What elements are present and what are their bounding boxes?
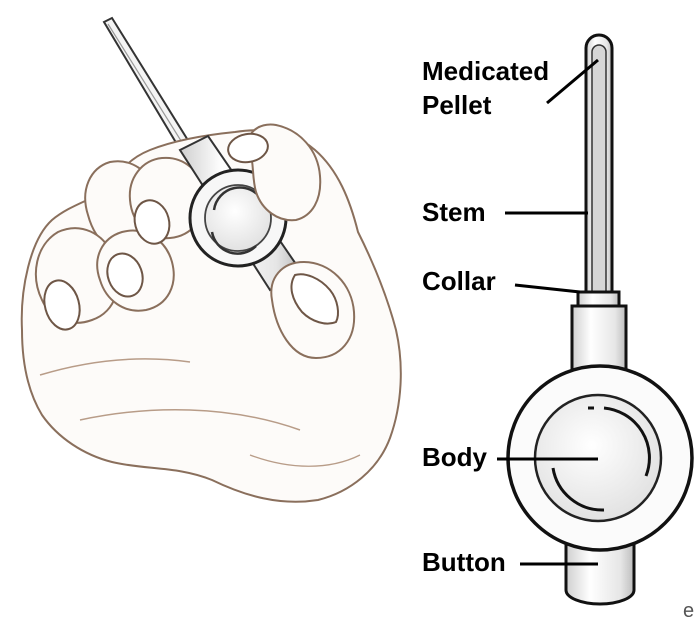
device-collar [576, 290, 621, 308]
hand-thumbnail [227, 132, 269, 164]
medicated-pellet [591, 44, 607, 293]
label-collar: Collar [422, 266, 496, 296]
watermark-logo: e [683, 600, 695, 622]
label-body: Body [422, 442, 487, 472]
hand-fingernail [106, 252, 144, 298]
hand-fingernail [43, 279, 81, 331]
label-pellet: Pellet [422, 90, 492, 120]
hand-illustration [20, 16, 402, 503]
hand-device-stem [102, 16, 196, 158]
hand-fingernail [133, 199, 171, 245]
leader-collar [514, 283, 581, 294]
label-stem: Stem [422, 197, 486, 227]
leader-lines [497, 58, 599, 566]
device-diagram [506, 33, 694, 606]
device-stem [584, 33, 614, 294]
leader-medicated-pellet [546, 58, 599, 105]
label-medicated: Medicated [422, 56, 550, 86]
label-button: Button [422, 547, 506, 577]
